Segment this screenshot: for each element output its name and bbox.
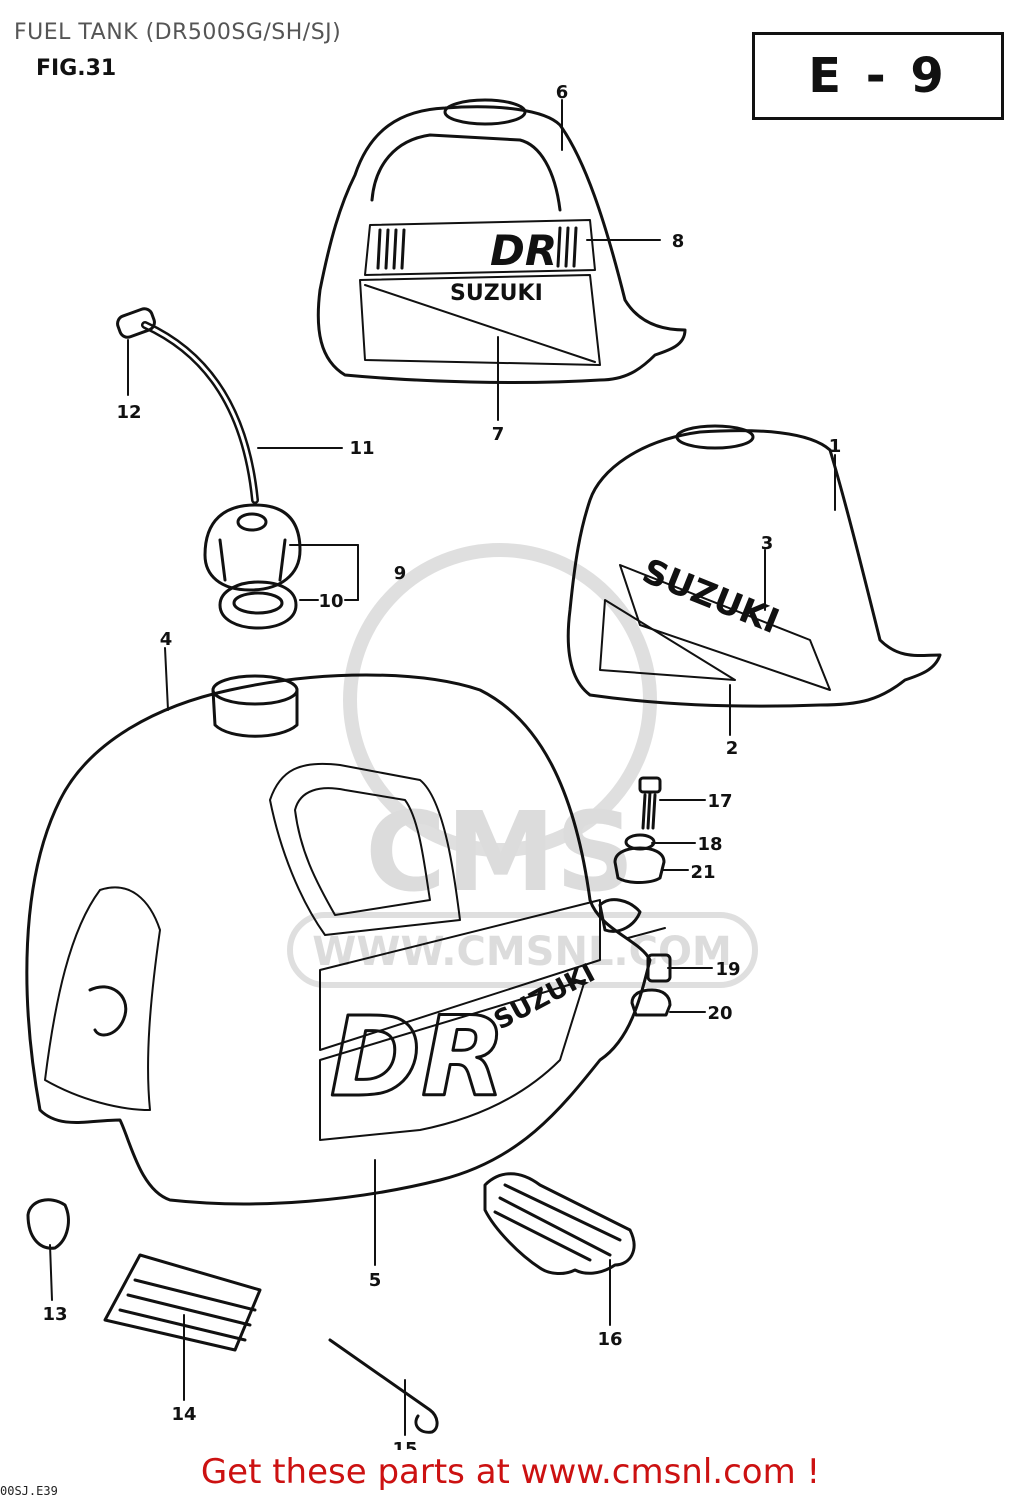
part-1-tank-cover-lower bbox=[566, 424, 942, 708]
diagram-code: 00SJ.E39 bbox=[0, 1484, 58, 1498]
section-code-box: E - 9 bbox=[752, 32, 1004, 120]
watermark-url: WWW.CMSNL.COM bbox=[312, 929, 732, 975]
page-title: FUEL TANK (DR500SG/SH/SJ) bbox=[14, 20, 342, 45]
callout-16: 16 bbox=[597, 1329, 622, 1350]
decal-dr-upper: DR bbox=[490, 226, 557, 275]
callout-11: 11 bbox=[349, 438, 374, 459]
parts-diagram: CMS WWW.CMSNL.COM DR SUZUKI bbox=[25, 82, 942, 1450]
decal-dr-tank: DR bbox=[330, 993, 506, 1121]
callout-13: 13 bbox=[42, 1304, 67, 1325]
callout-9: 9 bbox=[394, 563, 407, 584]
decal-suzuki-lower: SUZUKI bbox=[637, 551, 785, 642]
figure-label: FIG.31 bbox=[36, 56, 117, 81]
callout-3: 3 bbox=[761, 533, 774, 554]
callout-7: 7 bbox=[492, 424, 505, 445]
part-15-strap bbox=[328, 1338, 439, 1434]
part-9-fuel-cap bbox=[203, 503, 302, 592]
callout-19: 19 bbox=[715, 959, 740, 980]
part-13-cap bbox=[26, 1198, 70, 1250]
callout-5: 5 bbox=[369, 1270, 382, 1291]
callout-12: 12 bbox=[116, 402, 141, 423]
callout-18: 18 bbox=[697, 834, 722, 855]
part-16-tank-cushion bbox=[483, 1172, 636, 1275]
callout-17: 17 bbox=[707, 791, 732, 812]
part-11-breather-hose bbox=[141, 321, 259, 504]
part-20-cushion-nut bbox=[630, 988, 672, 1017]
callout-10: 10 bbox=[318, 591, 343, 612]
watermark-logo-text: CMS bbox=[365, 788, 634, 916]
callout-labels: 1 2 3 4 5 6 7 8 9 10 11 12 13 14 15 16 1… bbox=[42, 82, 841, 1450]
part-6-tank-cover-upper bbox=[316, 98, 687, 384]
callout-14: 14 bbox=[171, 1404, 196, 1425]
decal-suzuki-upper: SUZUKI bbox=[450, 281, 543, 306]
part-10-cap-gasket bbox=[218, 580, 298, 630]
callout-20: 20 bbox=[707, 1003, 732, 1024]
callout-15: 15 bbox=[392, 1439, 417, 1450]
callout-8: 8 bbox=[672, 231, 685, 252]
callout-6: 6 bbox=[556, 82, 569, 103]
part-14-pad bbox=[103, 1253, 262, 1352]
part-21-cushion bbox=[613, 846, 666, 884]
watermark: CMS WWW.CMSNL.COM bbox=[287, 543, 758, 988]
parts-shop-link[interactable]: Get these parts at www.cmsnl.com ! bbox=[200, 1452, 821, 1492]
callout-4: 4 bbox=[160, 629, 173, 650]
part-4-fuel-tank bbox=[25, 673, 652, 1206]
part-17-bolt bbox=[638, 776, 662, 830]
callout-1: 1 bbox=[829, 436, 842, 457]
leader-lines bbox=[49, 99, 836, 1436]
callout-2: 2 bbox=[726, 738, 739, 759]
part-12-hose-clip bbox=[116, 307, 156, 339]
callout-21: 21 bbox=[690, 862, 715, 883]
